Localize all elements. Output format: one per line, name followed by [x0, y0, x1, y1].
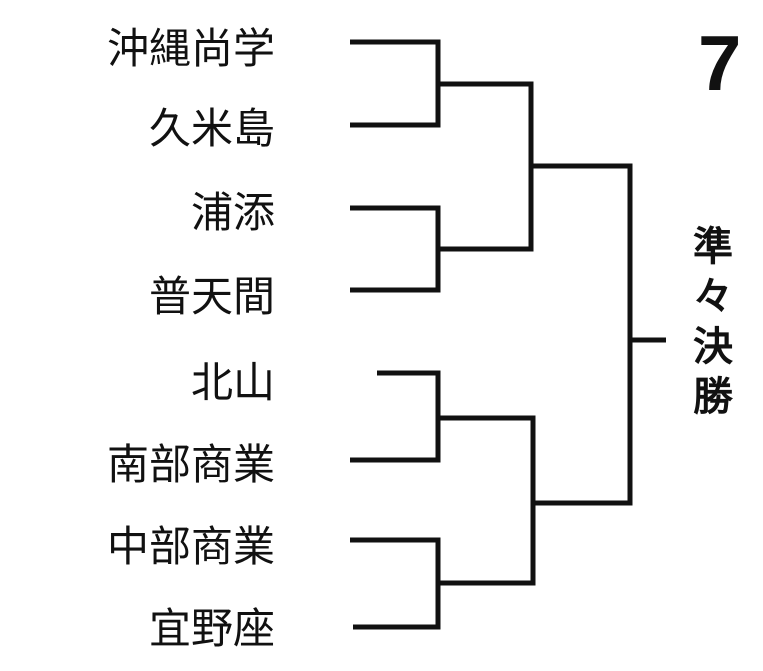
- round-char: 々: [693, 274, 733, 320]
- team-1: 沖縄尚学: [106, 24, 275, 73]
- team-2: 久米島: [148, 104, 275, 153]
- bracket-number: 7: [698, 19, 742, 107]
- team-5: 北山: [190, 358, 275, 407]
- round-char: 決: [693, 324, 733, 370]
- team-6: 南部商業: [106, 440, 275, 489]
- match-line-1: [350, 39, 441, 128]
- semi-line-1: [438, 81, 534, 252]
- round-label: 準 々 決 勝: [690, 222, 736, 422]
- team-4: 普天間: [148, 272, 275, 321]
- round-char: 準: [693, 224, 733, 270]
- round-char: 勝: [693, 374, 733, 420]
- team-3: 浦添: [190, 188, 275, 237]
- match-line-4: [350, 537, 441, 630]
- semi-line-2: [438, 415, 536, 586]
- match-line-2: [350, 205, 441, 293]
- match-line-3: [350, 370, 441, 463]
- final-line: [531, 163, 633, 506]
- team-8: 宜野座: [148, 604, 275, 653]
- team-7: 中部商業: [106, 522, 275, 571]
